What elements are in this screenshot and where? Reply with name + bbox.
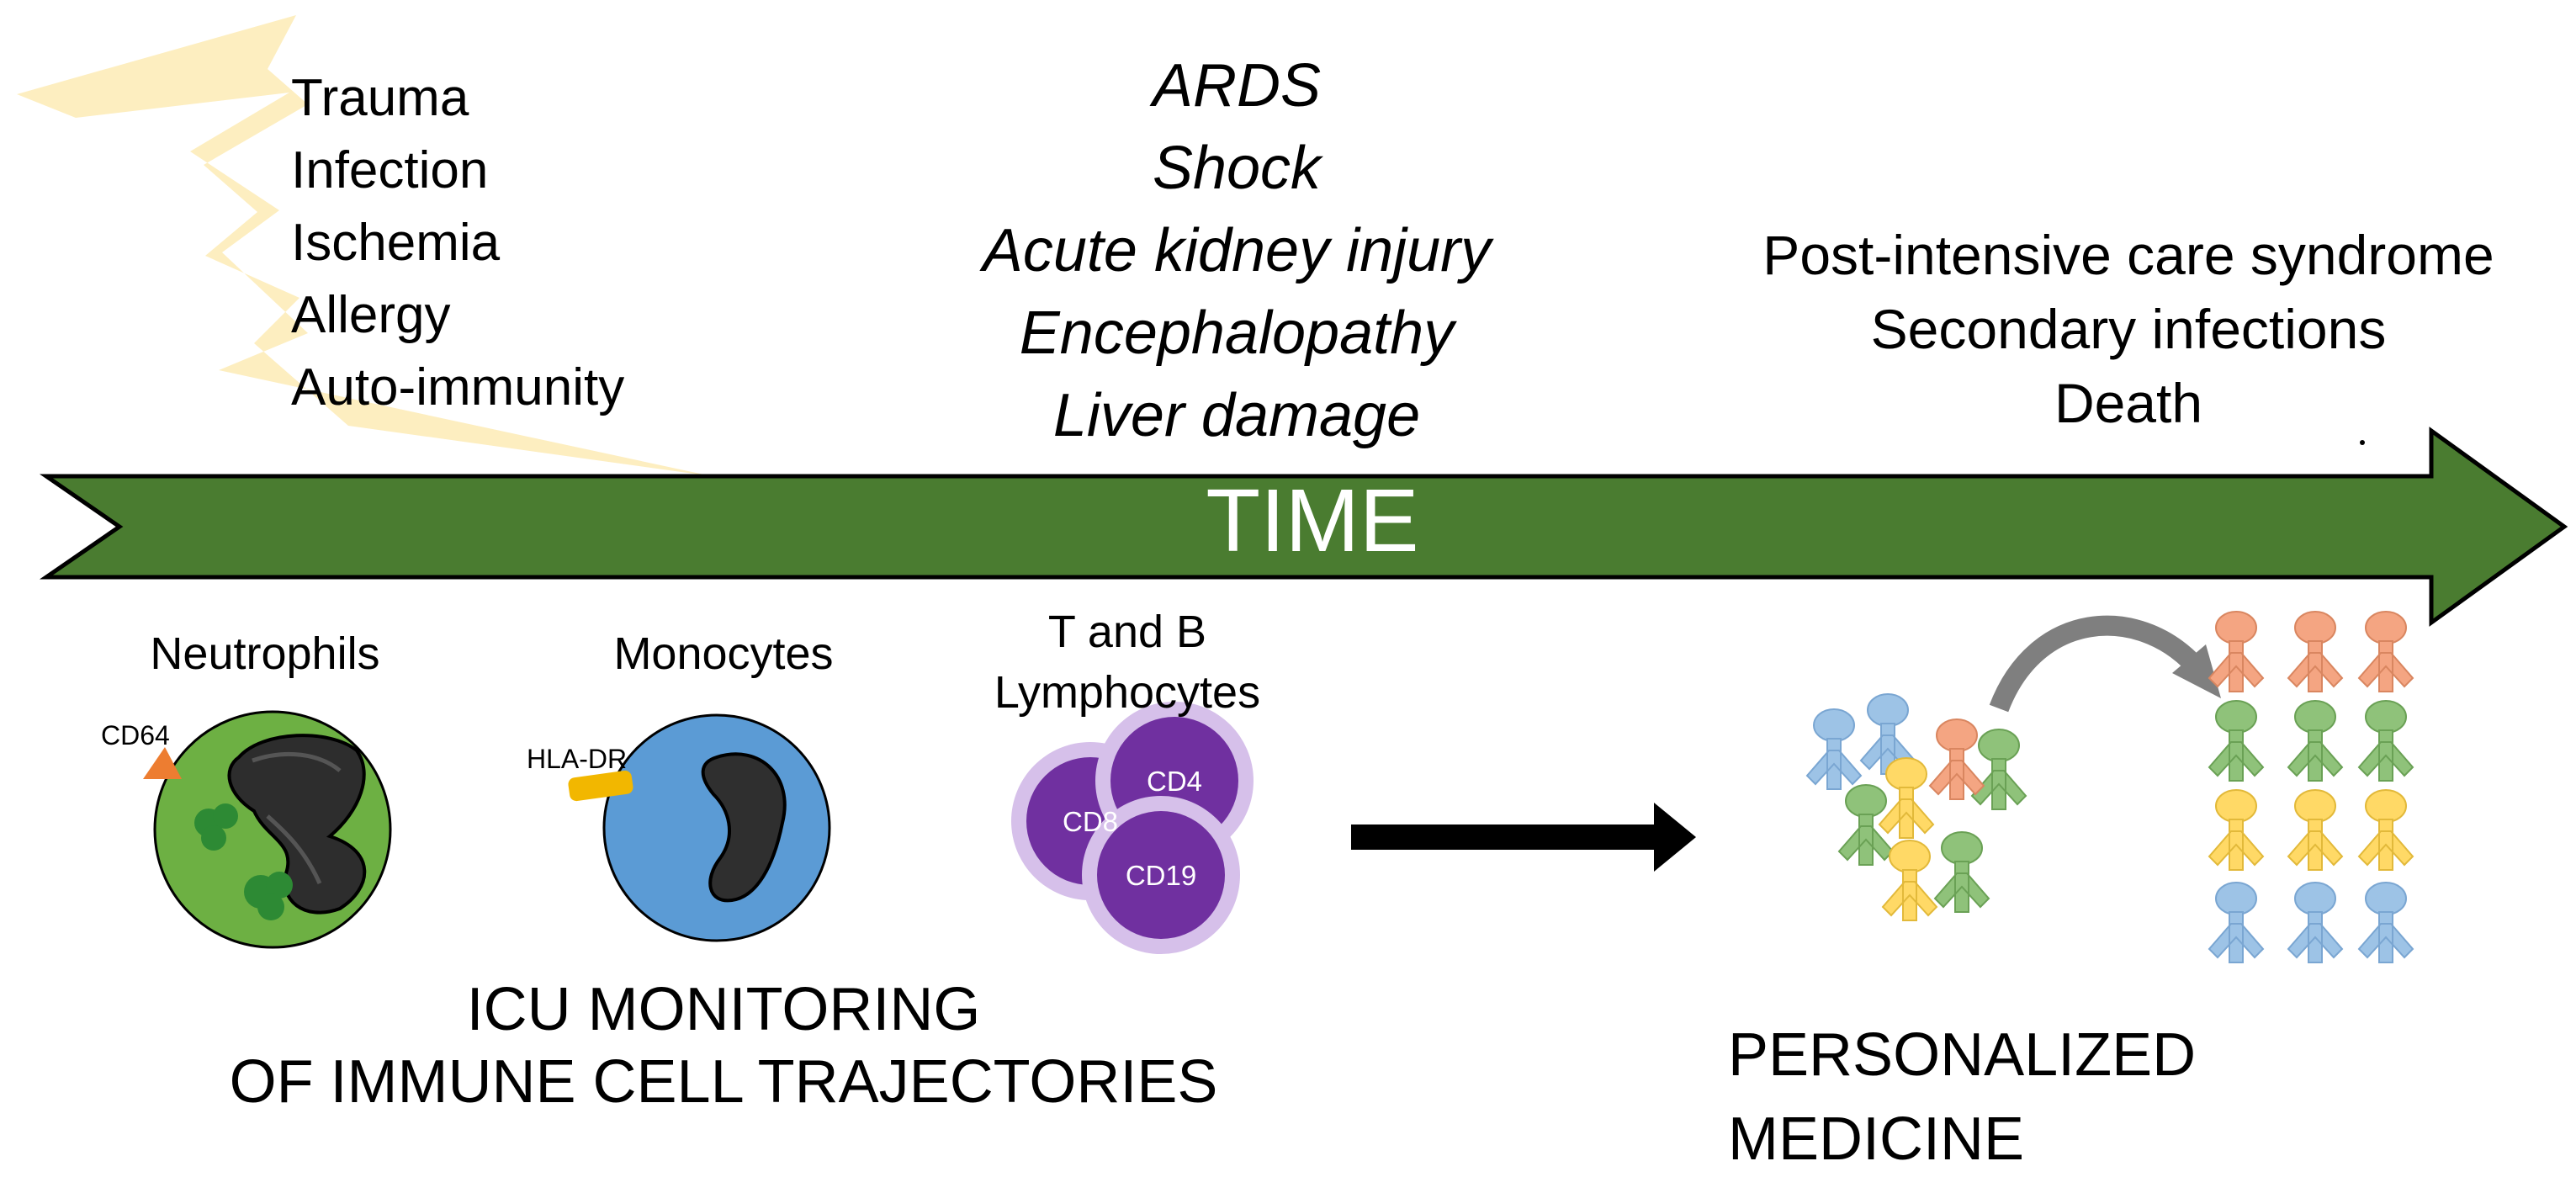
- organ-failure-item: Encephalopathy: [1019, 300, 1455, 367]
- stray-dot: [2360, 440, 2365, 445]
- yellow-patient-row: [2208, 789, 2414, 871]
- outcome-item: Secondary infections: [1870, 298, 2387, 360]
- organ-failure-item: Liver damage: [1052, 382, 1421, 449]
- cd64-label: CD64: [101, 720, 170, 750]
- green-patient-row: [2208, 700, 2414, 782]
- time-arrow: [39, 427, 2568, 627]
- icu-monitoring-line2: OF IMMUNE CELL TRAJECTORIES: [229, 1048, 1218, 1116]
- orange-patient-row: [2208, 611, 2414, 692]
- monocytes-label: Monocytes: [613, 628, 834, 679]
- progression-arrow: [1351, 803, 1696, 872]
- personalized-medicine-caption: PERSONALIZED MEDICINE: [1728, 1025, 2196, 1193]
- monocyte-icon: [568, 713, 831, 942]
- hla-dr-label: HLA-DR: [527, 744, 628, 774]
- outcome-item: Post-intensive care syndrome: [1762, 224, 2494, 286]
- cause-item: Allergy: [291, 286, 451, 344]
- lymphocytes-label-line1: T and B: [1047, 607, 1207, 657]
- outcome-item: Death: [2054, 372, 2203, 434]
- personalized-line2: MEDICINE: [1728, 1106, 2025, 1173]
- stratification-arrow: [1989, 615, 2221, 713]
- cd4-label: CD4: [1146, 766, 1203, 797]
- stratified-patient-groups: [2208, 611, 2414, 963]
- long-term-outcomes-list: Post-intensive care syndrome Secondary i…: [1691, 227, 2566, 449]
- organ-failure-item: Acute kidney injury: [982, 217, 1492, 284]
- icu-monitoring-line1: ICU MONITORING: [466, 976, 981, 1043]
- cause-item: Infection: [291, 141, 489, 199]
- neutrophils-label: Neutrophils: [150, 628, 380, 679]
- neutrophil-icon: [143, 710, 392, 949]
- cause-item: Auto-immunity: [291, 358, 625, 416]
- lymphocytes-label-line2: Lymphocytes: [994, 667, 1261, 718]
- timeline-label: TIME: [1206, 471, 1419, 570]
- cd19-label: CD19: [1125, 860, 1197, 891]
- cd64-marker-icon: [143, 747, 182, 779]
- cd8-label: CD8: [1062, 806, 1119, 837]
- lymphocytes-icon: [1011, 702, 1254, 954]
- organ-failure-item: ARDS: [1152, 52, 1322, 119]
- personalized-line1: PERSONALIZED: [1728, 1021, 2197, 1089]
- organ-failure-list: ARDS Shock Acute kidney injury Encephalo…: [883, 56, 1590, 468]
- icu-monitoring-caption: ICU MONITORING OF IMMUNE CELL TRAJECTORI…: [168, 979, 1279, 1124]
- initiating-causes-list: Trauma Infection Ischemia Allergy Auto-i…: [291, 72, 624, 434]
- mixed-patient-cluster: [1806, 693, 2027, 921]
- organ-failure-item: Shock: [1152, 135, 1322, 202]
- cause-item: Ischemia: [291, 214, 501, 272]
- hla-dr-marker-icon: [568, 770, 633, 802]
- blue-patient-row: [2208, 882, 2414, 963]
- cause-item: Trauma: [291, 69, 469, 127]
